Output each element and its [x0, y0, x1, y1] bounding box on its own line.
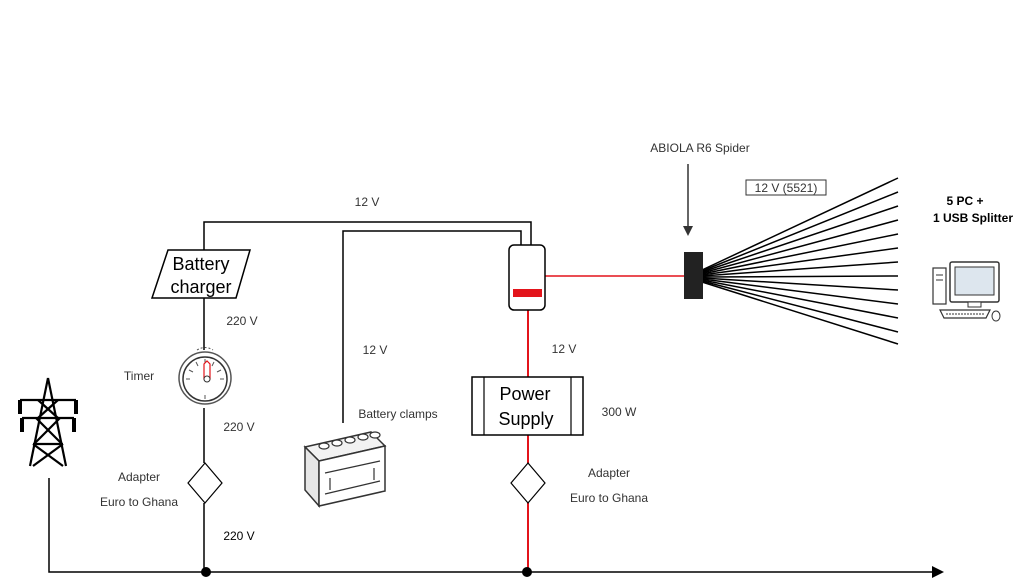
- spider-label: ABIOLA R6 Spider: [650, 141, 749, 155]
- battery-charger-label-line2: charger: [170, 277, 231, 297]
- spider-hub: [684, 252, 703, 299]
- power-supply-rating-label: 300 W: [602, 405, 637, 419]
- adapter-right-label-line1: Adapter: [588, 466, 630, 480]
- spider-fan-lines: [701, 177, 899, 345]
- car-battery-icon: [303, 431, 387, 508]
- mains-bus: [48, 478, 935, 573]
- spider-splitter: ABIOLA R6 Spider 12 V (5521): [650, 141, 899, 345]
- spider-pointer-arrowhead: [683, 226, 693, 236]
- timer-icon: [178, 347, 232, 405]
- adapter-left-label-line2: Euro to Ghana: [100, 495, 178, 509]
- pcs-label-line2: 1 USB Splitter: [933, 211, 1013, 225]
- battery-charger: Battery charger: [150, 249, 251, 299]
- battery-to-switch-wire: [342, 230, 522, 423]
- adapter-right-label-line2: Euro to Ghana: [570, 491, 648, 505]
- spider-output-label: 12 V (5521): [755, 181, 818, 195]
- adapter-right-symbol: [510, 462, 546, 504]
- battery-line-voltage-label: 12 V: [363, 343, 388, 357]
- power-supply-label-line1: Power: [499, 384, 550, 404]
- junction-dot-left: [201, 567, 211, 577]
- switch-box: [508, 244, 546, 311]
- transmission-tower-icon: [0, 365, 96, 478]
- power-supply: Power Supply: [471, 376, 584, 436]
- switch-indicator: [513, 289, 542, 297]
- adapter-left-symbol: [187, 462, 223, 504]
- adapter-left-label-line1: Adapter: [118, 470, 160, 484]
- top-voltage-label: 12 V: [355, 195, 380, 209]
- battery-clamps-label: Battery clamps: [358, 407, 437, 421]
- junction-dot-right: [522, 567, 532, 577]
- wiring: [48, 221, 944, 578]
- pcs-label-line1: 5 PC +: [946, 194, 983, 208]
- mains-bus-arrowhead: [932, 566, 944, 578]
- computer-icon: [932, 261, 1001, 322]
- mains-voltage-label: 220 V: [223, 529, 254, 543]
- charger-output-voltage-label: 220 V: [226, 314, 257, 328]
- charger-to-switch-wire: [203, 221, 532, 250]
- supply-line-voltage-label: 12 V: [552, 342, 577, 356]
- spider-output-box: [745, 179, 827, 196]
- power-supply-label-line2: Supply: [498, 409, 553, 429]
- timer-label: Timer: [124, 369, 154, 383]
- timer-output-voltage-label: 220 V: [223, 420, 254, 434]
- battery-charger-label-line1: Battery: [172, 254, 229, 274]
